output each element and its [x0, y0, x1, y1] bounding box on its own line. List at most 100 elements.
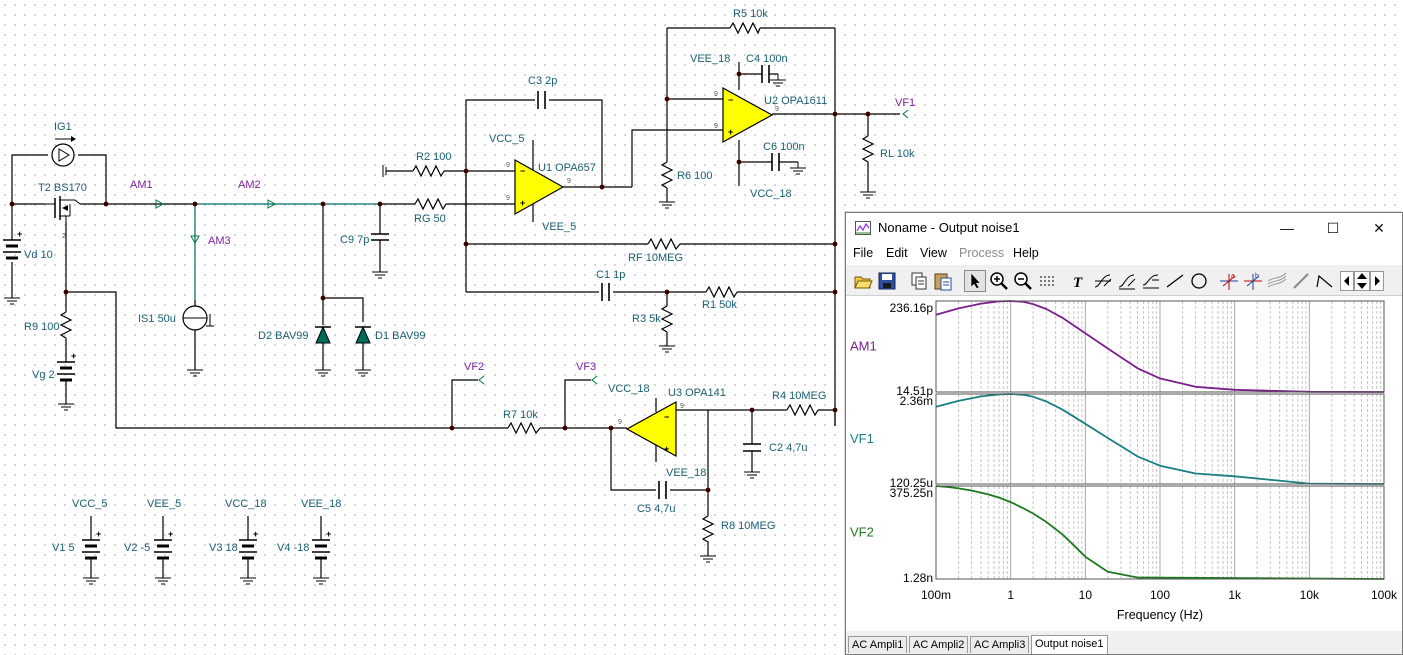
r8-resistor[interactable] [701, 515, 715, 556]
marker-b-icon[interactable]: b [1242, 270, 1264, 292]
output-noise-window[interactable]: Noname - Output noise1 — ☐ ✕ File Edit V… [845, 212, 1403, 655]
r3-resistor[interactable] [660, 305, 674, 333]
c6-capacitor[interactable] [771, 153, 780, 171]
r5-resistor[interactable] [729, 21, 761, 35]
maximize-button[interactable]: ☐ [1326, 220, 1340, 236]
tab-ac-ampli3[interactable]: AC Ampli3 [970, 636, 1030, 653]
smooth-icon[interactable] [1266, 270, 1288, 292]
paste-icon[interactable] [932, 270, 954, 292]
pointer-icon[interactable] [964, 270, 986, 292]
menu-help[interactable]: Help [1013, 246, 1039, 260]
r3-label: R3 5k [632, 313, 661, 325]
c5-capacitor[interactable] [658, 481, 667, 499]
cursor-a-icon[interactable] [1092, 270, 1114, 292]
cursor-b-icon[interactable] [1116, 270, 1138, 292]
r9-label: R9 100 [24, 321, 59, 333]
grid-icon[interactable] [1036, 270, 1058, 292]
close-button[interactable]: ✕ [1373, 220, 1385, 236]
scroll-right-icon[interactable] [1370, 270, 1384, 292]
svg-text:+: + [728, 127, 733, 137]
tab-output-noise1[interactable]: Output noise1 [1031, 635, 1108, 654]
v3-battery[interactable]: + [239, 516, 258, 585]
c3-capacitor[interactable] [537, 91, 546, 109]
d2-label: D2 BAV99 [258, 330, 309, 342]
y-tick-max: 375.25n [890, 486, 933, 500]
text-icon[interactable]: T [1068, 270, 1090, 292]
svg-text:+: + [520, 198, 525, 208]
v2-battery[interactable]: + [154, 516, 173, 585]
svg-text:+: + [664, 444, 669, 454]
c1-capacitor[interactable] [601, 283, 610, 301]
v3-net-label: VCC_18 [225, 498, 267, 510]
scroll-left-icon[interactable] [1340, 270, 1354, 292]
r1-resistor[interactable] [705, 285, 738, 299]
c9-label: C9 7p [340, 234, 369, 246]
rg-resistor[interactable] [414, 197, 447, 211]
is1-source[interactable] [182, 300, 214, 370]
tab-bar: AC Ampli1 AC Ampli2 AC Ampli3 Output noi… [846, 633, 1402, 654]
r5-label: R5 10k [733, 8, 768, 20]
vf2-probe[interactable] [478, 375, 485, 385]
t2-mosfet[interactable] [45, 196, 81, 222]
plot-labels: AM1236.16p14.51pVF12.36m120.25uVF2375.25… [850, 301, 1398, 622]
vf3-probe[interactable] [591, 375, 598, 385]
ground-r8 [700, 555, 716, 563]
u3-opamp[interactable]: − + [625, 400, 677, 458]
series-line-vf2 [935, 485, 1385, 580]
copy-icon[interactable] [908, 270, 930, 292]
ig1-source[interactable] [51, 136, 76, 167]
menu-process[interactable]: Process [959, 246, 1005, 260]
x-tick-label: 1k [1228, 588, 1242, 602]
u1-opamp[interactable]: − + [514, 140, 565, 222]
v1-battery[interactable]: + [82, 516, 101, 585]
zoom-out-icon[interactable] [1012, 270, 1034, 292]
rf-resistor[interactable] [647, 237, 681, 251]
r4-resistor[interactable] [786, 403, 819, 417]
r7-resistor[interactable] [507, 421, 541, 435]
r9-resistor[interactable] [59, 311, 73, 339]
circle-icon[interactable] [1188, 270, 1210, 292]
menu-edit[interactable]: Edit [886, 246, 908, 260]
r2-resistor[interactable] [412, 164, 445, 178]
pen-icon[interactable] [1290, 270, 1312, 292]
c9-capacitor[interactable] [371, 204, 389, 272]
formula-icon[interactable] [1140, 270, 1162, 292]
line-icon[interactable] [1164, 270, 1186, 292]
u1-vee-label: VEE_5 [542, 221, 576, 233]
step-icon[interactable] [1314, 270, 1336, 292]
r7-label: R7 10k [503, 409, 538, 421]
vg-battery[interactable]: + [57, 351, 76, 382]
noise-plot[interactable]: AM1236.16p14.51pVF12.36m120.25uVF2375.25… [846, 296, 1402, 631]
save-icon[interactable] [876, 270, 898, 292]
rl-resistor[interactable] [861, 135, 875, 168]
menu-file[interactable]: File [853, 246, 874, 260]
marker-a-icon[interactable]: a [1218, 270, 1240, 292]
menu-view[interactable]: View [920, 246, 947, 260]
updown-icon[interactable] [1354, 270, 1370, 292]
v4-battery[interactable]: + [312, 516, 331, 585]
y-tick-max: 236.16p [890, 301, 934, 315]
am3-arrow [190, 235, 200, 245]
vd-battery[interactable]: + [3, 229, 22, 260]
diode-network [322, 204, 364, 370]
svg-text:9: 9 [714, 91, 718, 98]
zoom-in-icon[interactable] [988, 270, 1010, 292]
c4-capacitor[interactable] [761, 65, 770, 83]
minimize-button[interactable]: — [1280, 220, 1294, 236]
d2-diode[interactable] [315, 325, 331, 344]
u2-opamp[interactable]: − + [722, 86, 774, 144]
x-tick-label: 100m [921, 588, 951, 602]
open-icon[interactable] [852, 270, 874, 292]
r6-resistor[interactable] [660, 161, 674, 189]
r6-label: R6 100 [677, 170, 712, 182]
tab-ac-ampli2[interactable]: AC Ampli2 [909, 636, 969, 653]
d1-diode[interactable] [355, 325, 371, 344]
panel-frame [935, 300, 1385, 393]
window-titlebar[interactable]: Noname - Output noise1 — ☐ ✕ [846, 213, 1402, 243]
svg-text:a: a [1231, 273, 1235, 280]
c2-capacitor[interactable] [743, 443, 761, 452]
tab-ac-ampli1[interactable]: AC Ampli1 [848, 636, 908, 653]
vf1-probe[interactable] [902, 109, 909, 119]
